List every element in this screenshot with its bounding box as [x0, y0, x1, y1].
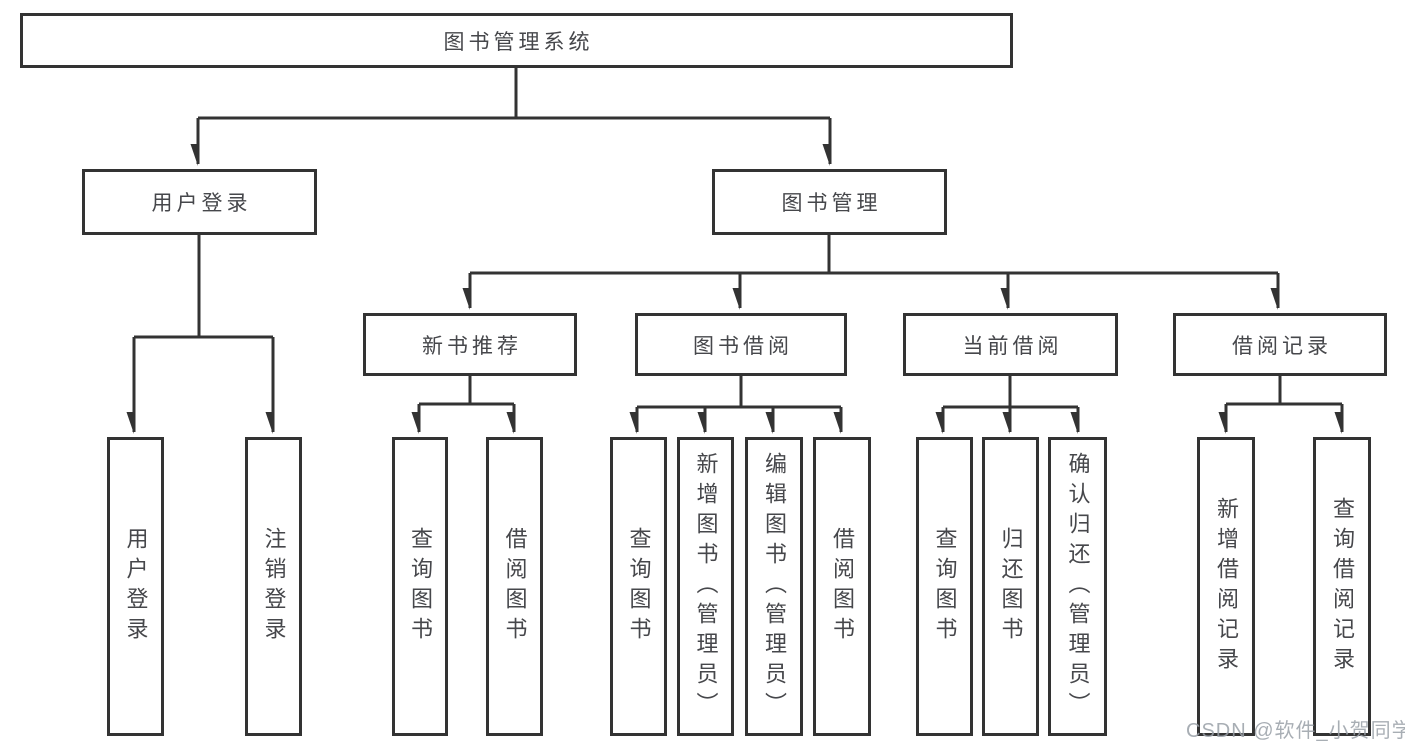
- leaf-label: 新增借阅记录: [1214, 496, 1239, 677]
- leaf-label: 用户登录: [123, 526, 149, 647]
- leaf-label: 新增图书（管理员）: [693, 451, 719, 722]
- node-library-management-system: 图书管理系统: [20, 13, 1013, 68]
- leaf-label: 查询图书: [408, 526, 433, 647]
- node-book-borrow: 图书借阅: [635, 313, 847, 376]
- node-label: 借阅记录: [1232, 334, 1332, 358]
- leaf-br-query-record: 查询借阅记录: [1313, 437, 1371, 736]
- leaf-bb-add-book-admin: 新增图书（管理员）: [677, 437, 734, 736]
- leaf-bb-borrow-book: 借阅图书: [813, 437, 871, 736]
- node-book-management: 图书管理: [712, 169, 947, 235]
- csdn-watermark: CSDN @软件_小贺同学: [1186, 720, 1405, 742]
- leaf-label: 确认归还（管理员）: [1065, 451, 1091, 722]
- node-label: 图书管理系统: [443, 30, 594, 54]
- node-new-book-recommend: 新书推荐: [363, 313, 577, 376]
- leaf-label: 编辑图书（管理员）: [762, 451, 787, 722]
- leaf-label: 查询图书: [626, 526, 652, 647]
- leaf-cb-query-book: 查询图书: [916, 437, 973, 736]
- leaf-label: 注销登录: [261, 526, 287, 647]
- node-label: 图书管理: [781, 192, 882, 215]
- leaf-br-add-record: 新增借阅记录: [1197, 437, 1255, 736]
- leaf-label: 归还图书: [998, 526, 1024, 647]
- node-borrow-records: 借阅记录: [1173, 313, 1387, 376]
- leaf-label: 借阅图书: [502, 526, 528, 647]
- node-label: 图书借阅: [693, 334, 793, 358]
- leaf-label: 借阅图书: [830, 526, 855, 647]
- leaf-nb-borrow-book: 借阅图书: [486, 437, 543, 736]
- node-label: 用户登录: [151, 192, 252, 215]
- leaf-logout: 注销登录: [245, 437, 302, 736]
- node-current-borrow: 当前借阅: [903, 313, 1118, 376]
- leaf-nb-query-book: 查询图书: [392, 437, 448, 736]
- leaf-cb-confirm-return-admin: 确认归还（管理员）: [1048, 437, 1107, 736]
- leaf-bb-query-book: 查询图书: [610, 437, 667, 736]
- leaf-label: 查询图书: [932, 526, 958, 647]
- leaf-cb-return-book: 归还图书: [982, 437, 1039, 736]
- leaf-label: 查询借阅记录: [1330, 496, 1355, 677]
- node-label: 新书推荐: [422, 334, 522, 358]
- node-user-login: 用户登录: [82, 169, 317, 235]
- leaf-user-login: 用户登录: [107, 437, 164, 736]
- node-label: 当前借阅: [962, 334, 1063, 358]
- leaf-bb-edit-book-admin: 编辑图书（管理员）: [745, 437, 803, 736]
